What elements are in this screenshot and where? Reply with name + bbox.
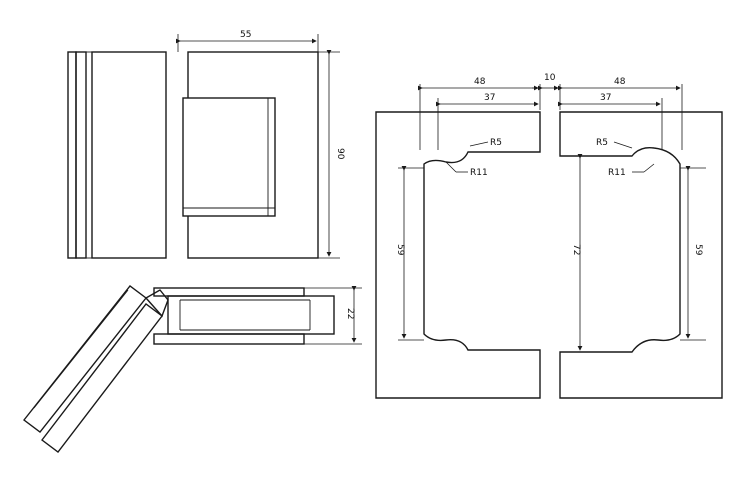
front-height-dimension: 90 [335, 148, 345, 160]
left-small-radius: R5 [490, 138, 502, 148]
center-height-dimension: 72 [571, 244, 581, 255]
angled-thickness-dimension: 22 [345, 308, 355, 319]
cutout-view: 48 37 10 48 37 R5 R11 R5 R11 59 [375, 73, 723, 399]
front-view: 55 90 [67, 30, 345, 259]
angled-view: 22 [23, 285, 362, 453]
left-width-dimension: 48 [474, 77, 486, 87]
left-inner-dimension: 37 [484, 93, 495, 103]
front-left-plate-outer [67, 51, 77, 259]
right-large-radius: R11 [608, 168, 626, 178]
right-height-dimension: 59 [693, 244, 703, 256]
front-left-plate-mid [75, 51, 87, 259]
gap-dimension: 10 [544, 73, 556, 83]
right-inner-dimension: 37 [600, 93, 611, 103]
angled-left-plate-inner [41, 303, 163, 453]
right-width-dimension: 48 [614, 77, 626, 87]
left-height-dimension: 59 [395, 244, 405, 256]
cutout-right-glass [559, 111, 723, 399]
angled-straight-body-top [153, 287, 305, 297]
cutout-left-glass [375, 111, 541, 399]
angled-straight-inner [167, 295, 335, 335]
front-center-block [182, 97, 276, 217]
angled-straight-body-bottom [153, 333, 305, 345]
right-small-radius: R5 [596, 138, 608, 148]
front-width-dimension: 55 [240, 30, 251, 40]
left-large-radius: R11 [470, 168, 488, 178]
angled-left-plate-outer [23, 285, 147, 433]
front-left-body [91, 51, 167, 259]
